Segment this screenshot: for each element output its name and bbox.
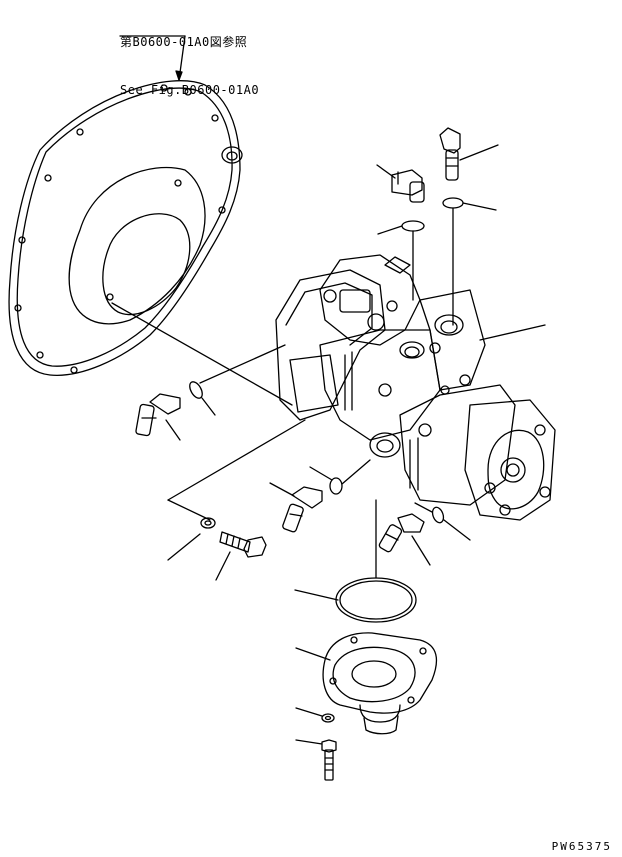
reference-japanese: 第B0600-01A0図参照 — [120, 35, 248, 49]
leader-line — [216, 552, 230, 580]
leader-line — [296, 648, 330, 660]
assembly-line — [168, 420, 305, 500]
bolt — [220, 532, 266, 557]
leader-line — [463, 203, 496, 210]
reference-leader — [120, 36, 185, 80]
leader-line — [460, 145, 498, 160]
leader-line — [310, 467, 332, 480]
washer — [201, 518, 215, 528]
leader-line — [378, 226, 402, 234]
drawing-code: PW65375 — [551, 840, 612, 853]
leader-line — [444, 520, 470, 540]
leader-line — [295, 590, 338, 600]
leader-line — [166, 420, 180, 440]
elbow-fitting-top — [392, 170, 424, 202]
o-ring-middle — [330, 478, 342, 494]
figure-reference: 第B0600-01A0図参照 See Fig.B0600-01A0 — [120, 2, 259, 114]
cover-plate — [323, 633, 436, 734]
assembly-line — [415, 503, 432, 512]
leader-line — [202, 398, 215, 415]
o-ring-top — [402, 221, 424, 231]
leader-line — [296, 740, 322, 744]
elbow-fitting-left — [136, 394, 180, 436]
elbow-fitting-right — [378, 514, 424, 553]
o-ring-left — [187, 380, 205, 401]
flange-alignment-line — [112, 303, 292, 405]
leader-line — [168, 534, 200, 560]
leader-line — [412, 536, 430, 565]
leader-line — [480, 325, 545, 340]
hydraulic-pump-assembly — [276, 255, 555, 520]
leader-line — [296, 708, 322, 716]
elbow-fitting-top-right — [440, 128, 460, 180]
leader-line — [377, 165, 395, 178]
small-washer — [322, 714, 334, 722]
o-ring-top-right — [443, 198, 463, 208]
elbow-fitting-middle — [282, 487, 322, 533]
small-bolt — [322, 740, 336, 780]
assembly-line — [168, 500, 210, 520]
assembly-line — [200, 345, 285, 383]
leader-line — [270, 483, 294, 496]
assembly-line — [342, 460, 370, 484]
flange-housing — [9, 81, 242, 376]
o-ring-right — [431, 506, 446, 524]
large-o-ring — [336, 578, 416, 622]
